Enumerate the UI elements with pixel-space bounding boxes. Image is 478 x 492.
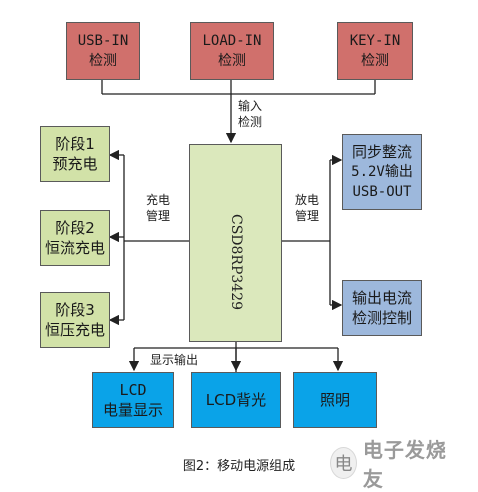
usb-out-rectifier-box: 同步整流 5.2V输出 USB-OUT — [342, 134, 422, 210]
stage2-subtitle: 恒流充电 — [44, 239, 105, 257]
charge-mgmt-label: 充电 管理 — [140, 192, 176, 224]
lighting-title: 照明 — [319, 391, 350, 409]
load-in-sub-label: 检测 — [218, 53, 246, 69]
key-in-detect-box: KEY-IN 检测 — [337, 22, 413, 80]
lcd-subtitle: 电量显示 — [102, 401, 163, 419]
chip-name: CSD8RP3429 — [228, 213, 244, 311]
backlight-title: LCD背光 — [205, 391, 267, 409]
lcd-title: LCD — [119, 381, 147, 399]
lcd-battery-display-box: LCD 电量显示 — [92, 372, 174, 428]
stage1-title: 阶段1 — [55, 135, 95, 153]
stage1-precharge-box: 阶段1 预充电 — [40, 126, 110, 182]
watermark-badge-icon: 电 — [330, 447, 357, 479]
stage1-subtitle: 预充电 — [52, 155, 98, 173]
input-detect-line2: 检测 — [238, 115, 263, 129]
charge-mgmt-line2: 管理 — [145, 209, 170, 223]
lighting-box: 照明 — [293, 372, 377, 428]
load-in-detect-box: LOAD-IN 检测 — [190, 22, 274, 80]
stage2-title: 阶段2 — [55, 219, 95, 237]
rectifier-voltage: 5.2V输出 — [351, 164, 413, 180]
discharge-mgmt-line2: 管理 — [294, 209, 319, 223]
display-output-label: 显示输出 — [150, 353, 199, 367]
rectifier-title: 同步整流 — [351, 143, 412, 161]
lcd-backlight-box: LCD背光 — [191, 372, 281, 428]
stage3-title: 阶段3 — [55, 301, 95, 319]
input-detect-line1: 输入 — [238, 99, 263, 113]
discharge-mgmt-line1: 放电 — [294, 193, 319, 207]
stage3-cv-charge-box: 阶段3 恒压充电 — [40, 292, 110, 348]
figure-caption: 图2：移动电源组成 — [182, 459, 296, 474]
watermark-text: 电子发烧友 — [362, 438, 447, 491]
key-in-sub-label: 检测 — [361, 53, 389, 69]
stage2-cc-charge-box: 阶段2 恒流充电 — [40, 210, 110, 266]
discharge-mgmt-label: 放电 管理 — [289, 192, 325, 224]
controller-chip-box — [189, 144, 282, 342]
current-detect-subtitle: 检测控制 — [351, 309, 412, 327]
current-detect-control-box: 输出电流 检测控制 — [342, 280, 422, 336]
input-detect-label: 输入 检测 — [238, 98, 274, 130]
usb-in-detect-box: USB-IN 检测 — [66, 22, 140, 80]
watermark: 电 电子发烧友 — [330, 438, 450, 491]
usb-in-label: USB-IN — [77, 33, 129, 49]
load-in-label: LOAD-IN — [202, 33, 262, 49]
charge-mgmt-line1: 充电 — [145, 193, 170, 207]
stage3-subtitle: 恒压充电 — [44, 321, 105, 339]
rectifier-port: USB-OUT — [352, 184, 412, 200]
current-detect-title: 输出电流 — [351, 289, 412, 307]
key-in-label: KEY-IN — [349, 33, 401, 49]
usb-in-sub-label: 检测 — [89, 53, 117, 69]
